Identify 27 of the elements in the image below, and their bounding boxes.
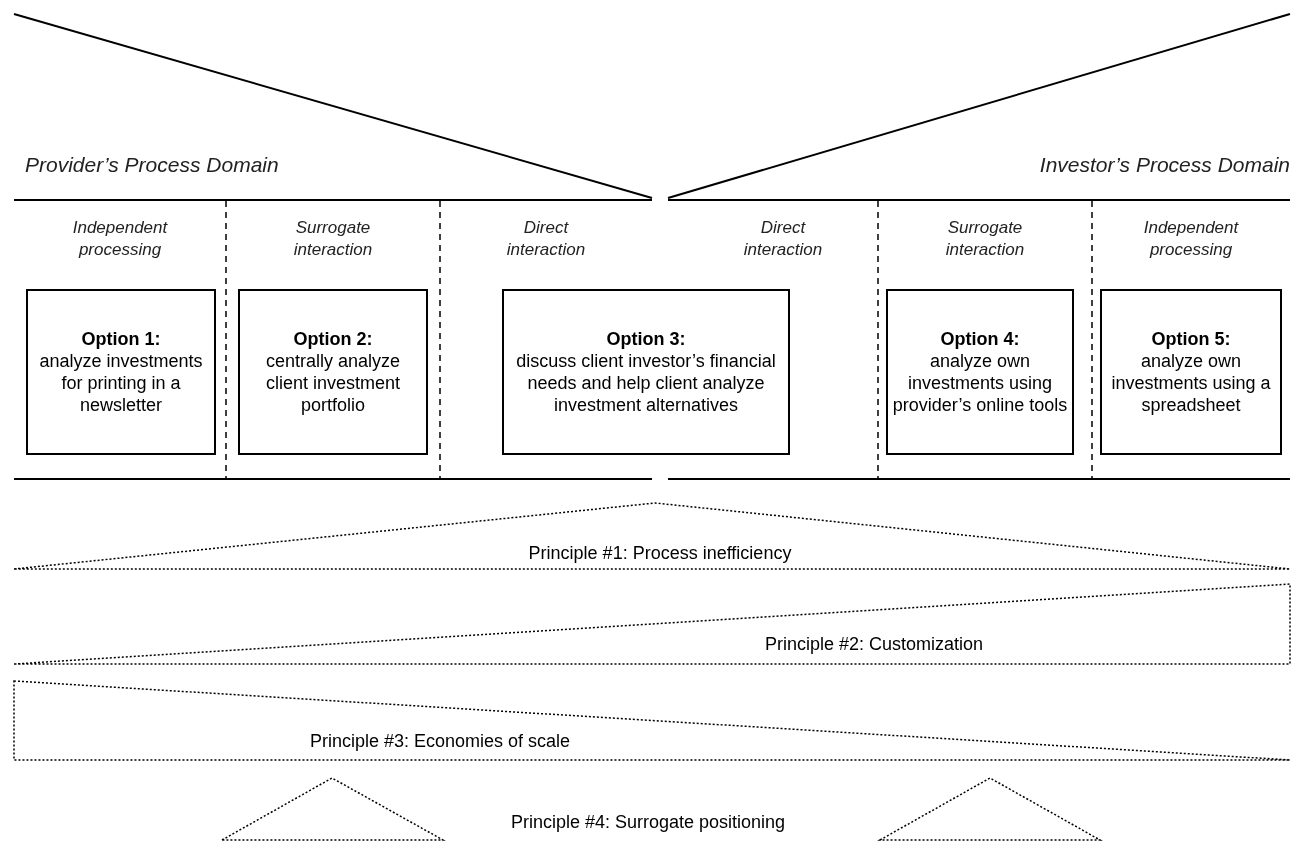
option-title: Option 4: (940, 328, 1020, 350)
principle-label: Principle #3: Economies of scale (308, 731, 572, 752)
column-heading: Surrogate interaction (292, 217, 374, 261)
principle-label: Principle #1: Process inefficiency (527, 543, 793, 564)
column-heading: Independent processing (71, 217, 169, 261)
option-description: analyze investments for printing in a newsletter (38, 350, 204, 416)
option-description: discuss client investor’s financial needs and help client analyze investment alternatives (515, 350, 777, 416)
column-heading: Direct interaction (742, 217, 824, 261)
option-title: Option 2: (293, 328, 373, 350)
option-description: centrally analyze client investment portfolio (264, 350, 402, 416)
option-title: Option 5: (1151, 328, 1231, 350)
option-title: Option 1: (81, 328, 161, 350)
option-box (502, 289, 790, 455)
domain-title: Provider’s Process Domain (25, 153, 279, 177)
column-heading: Surrogate interaction (944, 217, 1026, 261)
option-box (886, 289, 1074, 455)
column-heading: Direct interaction (505, 217, 587, 261)
principle-label: Principle #2: Customization (763, 634, 985, 655)
option-box (238, 289, 428, 455)
principle-label: Principle #4: Surrogate positioning (509, 812, 787, 833)
column-heading: Independent processing (1142, 217, 1240, 261)
option-box (1100, 289, 1282, 455)
option-title: Option 3: (606, 328, 686, 350)
option-description: analyze own investments using a spreadsheet (1110, 350, 1272, 416)
option-description: analyze own investments using provider’s online tools (892, 350, 1068, 416)
domain-title: Investor’s Process Domain (1039, 153, 1290, 177)
option-box (26, 289, 216, 455)
